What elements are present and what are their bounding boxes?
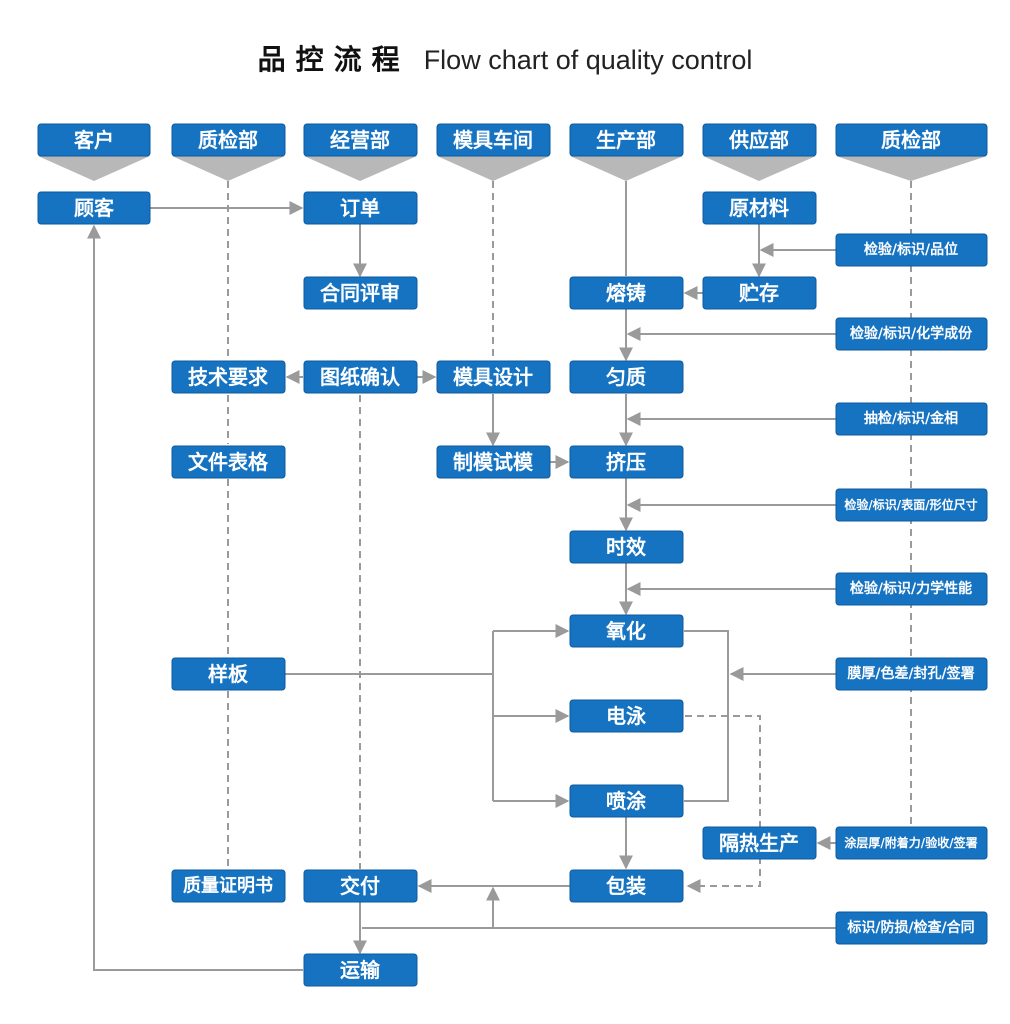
node-label: 电泳 <box>606 704 647 728</box>
lane-header-production: 生产部 <box>569 123 684 157</box>
check-box-3: 抽检/标识/金相 <box>835 402 988 436</box>
node-spraying: 喷涂 <box>569 784 684 818</box>
node-delivery: 交付 <box>303 869 418 903</box>
lane-header-label: 质检部 <box>881 128 941 152</box>
node-quality-cert: 质量证明书 <box>171 869 286 903</box>
node-tech-requirements: 技术要求 <box>171 360 286 394</box>
lane-header-label: 经营部 <box>330 128 390 152</box>
node-thermal-break: 隔热生产 <box>702 826 817 860</box>
node-transport: 运输 <box>303 953 418 987</box>
node-homogenize: 匀质 <box>569 360 684 394</box>
lane-header-label: 客户 <box>73 128 114 152</box>
node-extrusion: 挤压 <box>569 445 684 479</box>
node-label: 图纸确认 <box>320 365 401 389</box>
lane-header-customer: 客户 <box>37 123 151 157</box>
node-sample: 样板 <box>171 657 286 691</box>
lane-header-qc-1: 质检部 <box>171 123 286 157</box>
title-zh: 品控流程 <box>257 43 410 76</box>
node-doc-forms: 文件表格 <box>171 445 286 479</box>
node-customer: 顾客 <box>37 191 151 225</box>
lane-header-qc-2: 质检部 <box>835 123 988 157</box>
node-label: 喷涂 <box>606 789 647 813</box>
node-aging: 时效 <box>569 530 684 564</box>
node-label: 时效 <box>606 535 646 559</box>
lane-header-label: 模具车间 <box>453 128 533 152</box>
node-label: 挤压 <box>606 450 646 474</box>
node-label: 熔铸 <box>606 281 646 305</box>
node-label: 技术要求 <box>188 365 269 389</box>
check-label: 检验/标识/品位 <box>864 241 958 258</box>
node-label: 质量证明书 <box>183 875 273 897</box>
check-box-7: 涂层厚/附着力/验收/签署 <box>835 826 988 860</box>
node-label: 贮存 <box>738 281 779 305</box>
node-packaging: 包装 <box>569 869 684 903</box>
node-label: 样板 <box>208 662 249 686</box>
node-contract-review: 合同评审 <box>303 276 418 310</box>
node-mold-trial: 制模试模 <box>436 445 551 479</box>
node-mold-design: 模具设计 <box>436 360 551 394</box>
node-label: 原材料 <box>729 196 789 220</box>
node-label: 订单 <box>340 196 380 220</box>
node-electrophoresis: 电泳 <box>569 699 684 733</box>
node-order: 订单 <box>303 191 418 225</box>
check-box-8: 标识/防损/检查/合同 <box>835 911 988 945</box>
check-label: 检验/标识/化学成份 <box>850 325 973 342</box>
lane-header-label: 供应部 <box>728 128 789 152</box>
check-label: 抽检/标识/金相 <box>864 410 958 427</box>
node-label: 文件表格 <box>188 450 269 474</box>
node-raw-material: 原材料 <box>702 191 817 225</box>
lane-header-label: 质检部 <box>198 128 258 152</box>
lane-header-supply: 供应部 <box>702 123 817 157</box>
check-box-5: 检验/标识/力学性能 <box>835 572 988 606</box>
check-box-6: 膜厚/色差/封孔/签署 <box>835 657 988 691</box>
node-label: 运输 <box>340 958 381 982</box>
check-label: 标识/防损/检查/合同 <box>846 919 974 936</box>
check-label: 检验/标识/力学性能 <box>850 580 972 597</box>
check-box-1: 检验/标识/品位 <box>835 233 988 267</box>
page-title: 品控流程 Flow chart of quality control <box>0 38 1010 78</box>
node-label: 氧化 <box>605 619 646 643</box>
node-label: 模具设计 <box>453 365 533 389</box>
check-label: 检验/标识/表面/形位尺寸 <box>844 497 977 512</box>
check-label: 涂层厚/附着力/验收/签署 <box>844 835 977 850</box>
node-label: 包装 <box>606 874 646 898</box>
header-pointers <box>38 156 987 181</box>
check-label: 膜厚/色差/封孔/签署 <box>847 665 974 682</box>
flow-lines <box>87 181 836 971</box>
node-storage: 贮存 <box>702 276 817 310</box>
lane-header-mold: 模具车间 <box>436 123 551 157</box>
node-label: 匀质 <box>606 365 646 389</box>
node-casting: 熔铸 <box>569 276 684 310</box>
node-label: 顾客 <box>74 196 115 220</box>
title-en: Flow chart of quality control <box>423 45 753 75</box>
node-oxidation: 氧化 <box>569 614 684 648</box>
node-label: 交付 <box>340 874 380 898</box>
node-label: 合同评审 <box>320 281 400 305</box>
node-drawing-confirm: 图纸确认 <box>303 360 418 394</box>
check-box-4: 检验/标识/表面/形位尺寸 <box>835 488 988 522</box>
lane-header-label: 生产部 <box>596 128 656 152</box>
node-label: 隔热生产 <box>719 831 799 855</box>
lane-header-business: 经营部 <box>303 123 418 157</box>
node-label: 制模试模 <box>453 450 534 474</box>
check-box-2: 检验/标识/化学成份 <box>835 317 988 351</box>
